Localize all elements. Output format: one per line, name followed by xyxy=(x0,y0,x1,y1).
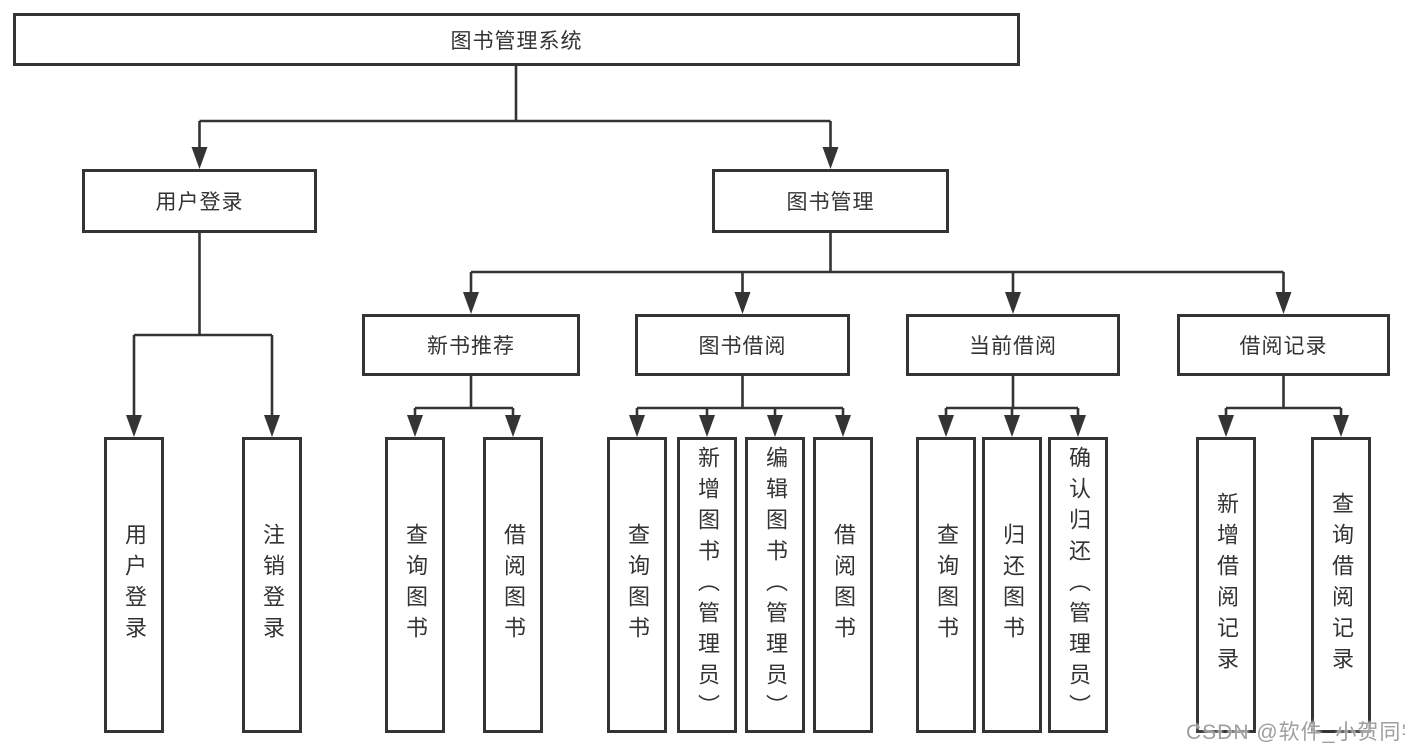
arrowhead xyxy=(126,415,142,437)
arrowhead xyxy=(629,415,645,437)
arrowhead xyxy=(1275,292,1292,314)
node-book-management: 图书管理 xyxy=(712,169,949,233)
node-book-borrow: 图书借阅 xyxy=(635,314,850,376)
node-user-login: 用户登录 xyxy=(82,169,317,233)
arrowhead xyxy=(1070,415,1086,437)
node-borrow-record-label: 借阅记录 xyxy=(1239,335,1328,358)
leaf-edit-book-admin: 编辑图书（管理员） xyxy=(745,437,805,733)
leaf-query-book-2: 查询图书 xyxy=(607,437,667,733)
arrowhead xyxy=(1218,415,1234,437)
arrowhead xyxy=(1333,415,1349,437)
connector-lines xyxy=(1224,376,1343,419)
leaf-borrow-book-1: 借阅图书 xyxy=(483,437,543,733)
leaf-query-borrow-record-label: 查询借阅记录 xyxy=(1329,492,1354,678)
leaf-borrow-book-2: 借阅图书 xyxy=(813,437,873,733)
leaf-add-book-admin-label: 新增图书（管理员） xyxy=(695,445,720,725)
leaf-add-borrow-record: 新增借阅记录 xyxy=(1196,437,1256,733)
leaf-add-book-admin: 新增图书（管理员） xyxy=(677,437,737,733)
node-new-book-recommend: 新书推荐 xyxy=(362,314,580,376)
node-book-management-label: 图书管理 xyxy=(786,191,875,214)
arrowhead xyxy=(463,292,479,314)
arrowhead xyxy=(264,415,280,437)
arrowhead xyxy=(822,147,839,169)
arrowhead xyxy=(734,292,751,314)
connector-lines xyxy=(132,233,274,419)
leaf-query-book-3: 查询图书 xyxy=(916,437,976,733)
leaf-user-login-label: 用户登录 xyxy=(122,523,147,647)
csdn-watermark: CSDN @软件_小贺同学 xyxy=(1186,721,1405,744)
arrowhead xyxy=(767,415,783,437)
node-user-login-label: 用户登录 xyxy=(155,191,244,214)
leaf-query-book-2-label: 查询图书 xyxy=(625,523,650,647)
leaf-add-borrow-record-label: 新增借阅记录 xyxy=(1214,492,1239,678)
leaf-query-book-1: 查询图书 xyxy=(385,437,445,733)
leaf-borrow-book-1-label: 借阅图书 xyxy=(501,523,526,647)
node-root: 图书管理系统 xyxy=(13,13,1020,66)
arrowhead xyxy=(1004,415,1020,437)
connector-lines xyxy=(635,376,845,419)
leaf-confirm-return-admin-label: 确认归还（管理员） xyxy=(1066,445,1091,725)
node-new-book-recommend-label: 新书推荐 xyxy=(427,335,515,358)
leaf-query-book-1-label: 查询图书 xyxy=(403,523,428,647)
leaf-borrow-book-2-label: 借阅图书 xyxy=(831,523,856,647)
connector-lines xyxy=(944,376,1080,419)
connector-lines xyxy=(413,376,515,419)
arrowhead xyxy=(835,415,851,437)
arrowhead xyxy=(505,415,521,437)
leaf-query-book-3-label: 查询图书 xyxy=(934,523,959,647)
leaf-logout: 注销登录 xyxy=(242,437,302,733)
leaf-query-borrow-record: 查询借阅记录 xyxy=(1311,437,1371,733)
arrowhead xyxy=(938,415,954,437)
connector-lines xyxy=(469,233,1285,296)
arrowhead xyxy=(699,415,715,437)
node-borrow-record: 借阅记录 xyxy=(1177,314,1390,376)
leaf-confirm-return-admin: 确认归还（管理员） xyxy=(1048,437,1108,733)
connector-lines xyxy=(198,66,832,150)
arrowhead xyxy=(407,415,423,437)
node-current-borrow: 当前借阅 xyxy=(906,314,1120,376)
node-current-borrow-label: 当前借阅 xyxy=(969,335,1057,358)
node-book-borrow-label: 图书借阅 xyxy=(698,335,787,358)
node-root-label: 图书管理系统 xyxy=(450,29,583,53)
leaf-return-book-label: 归还图书 xyxy=(1000,523,1025,647)
arrowhead xyxy=(191,147,208,169)
arrowhead xyxy=(1005,292,1021,314)
leaf-edit-book-admin-label: 编辑图书（管理员） xyxy=(763,445,788,725)
leaf-return-book: 归还图书 xyxy=(982,437,1042,733)
leaf-logout-label: 注销登录 xyxy=(260,523,285,647)
leaf-user-login: 用户登录 xyxy=(104,437,164,733)
